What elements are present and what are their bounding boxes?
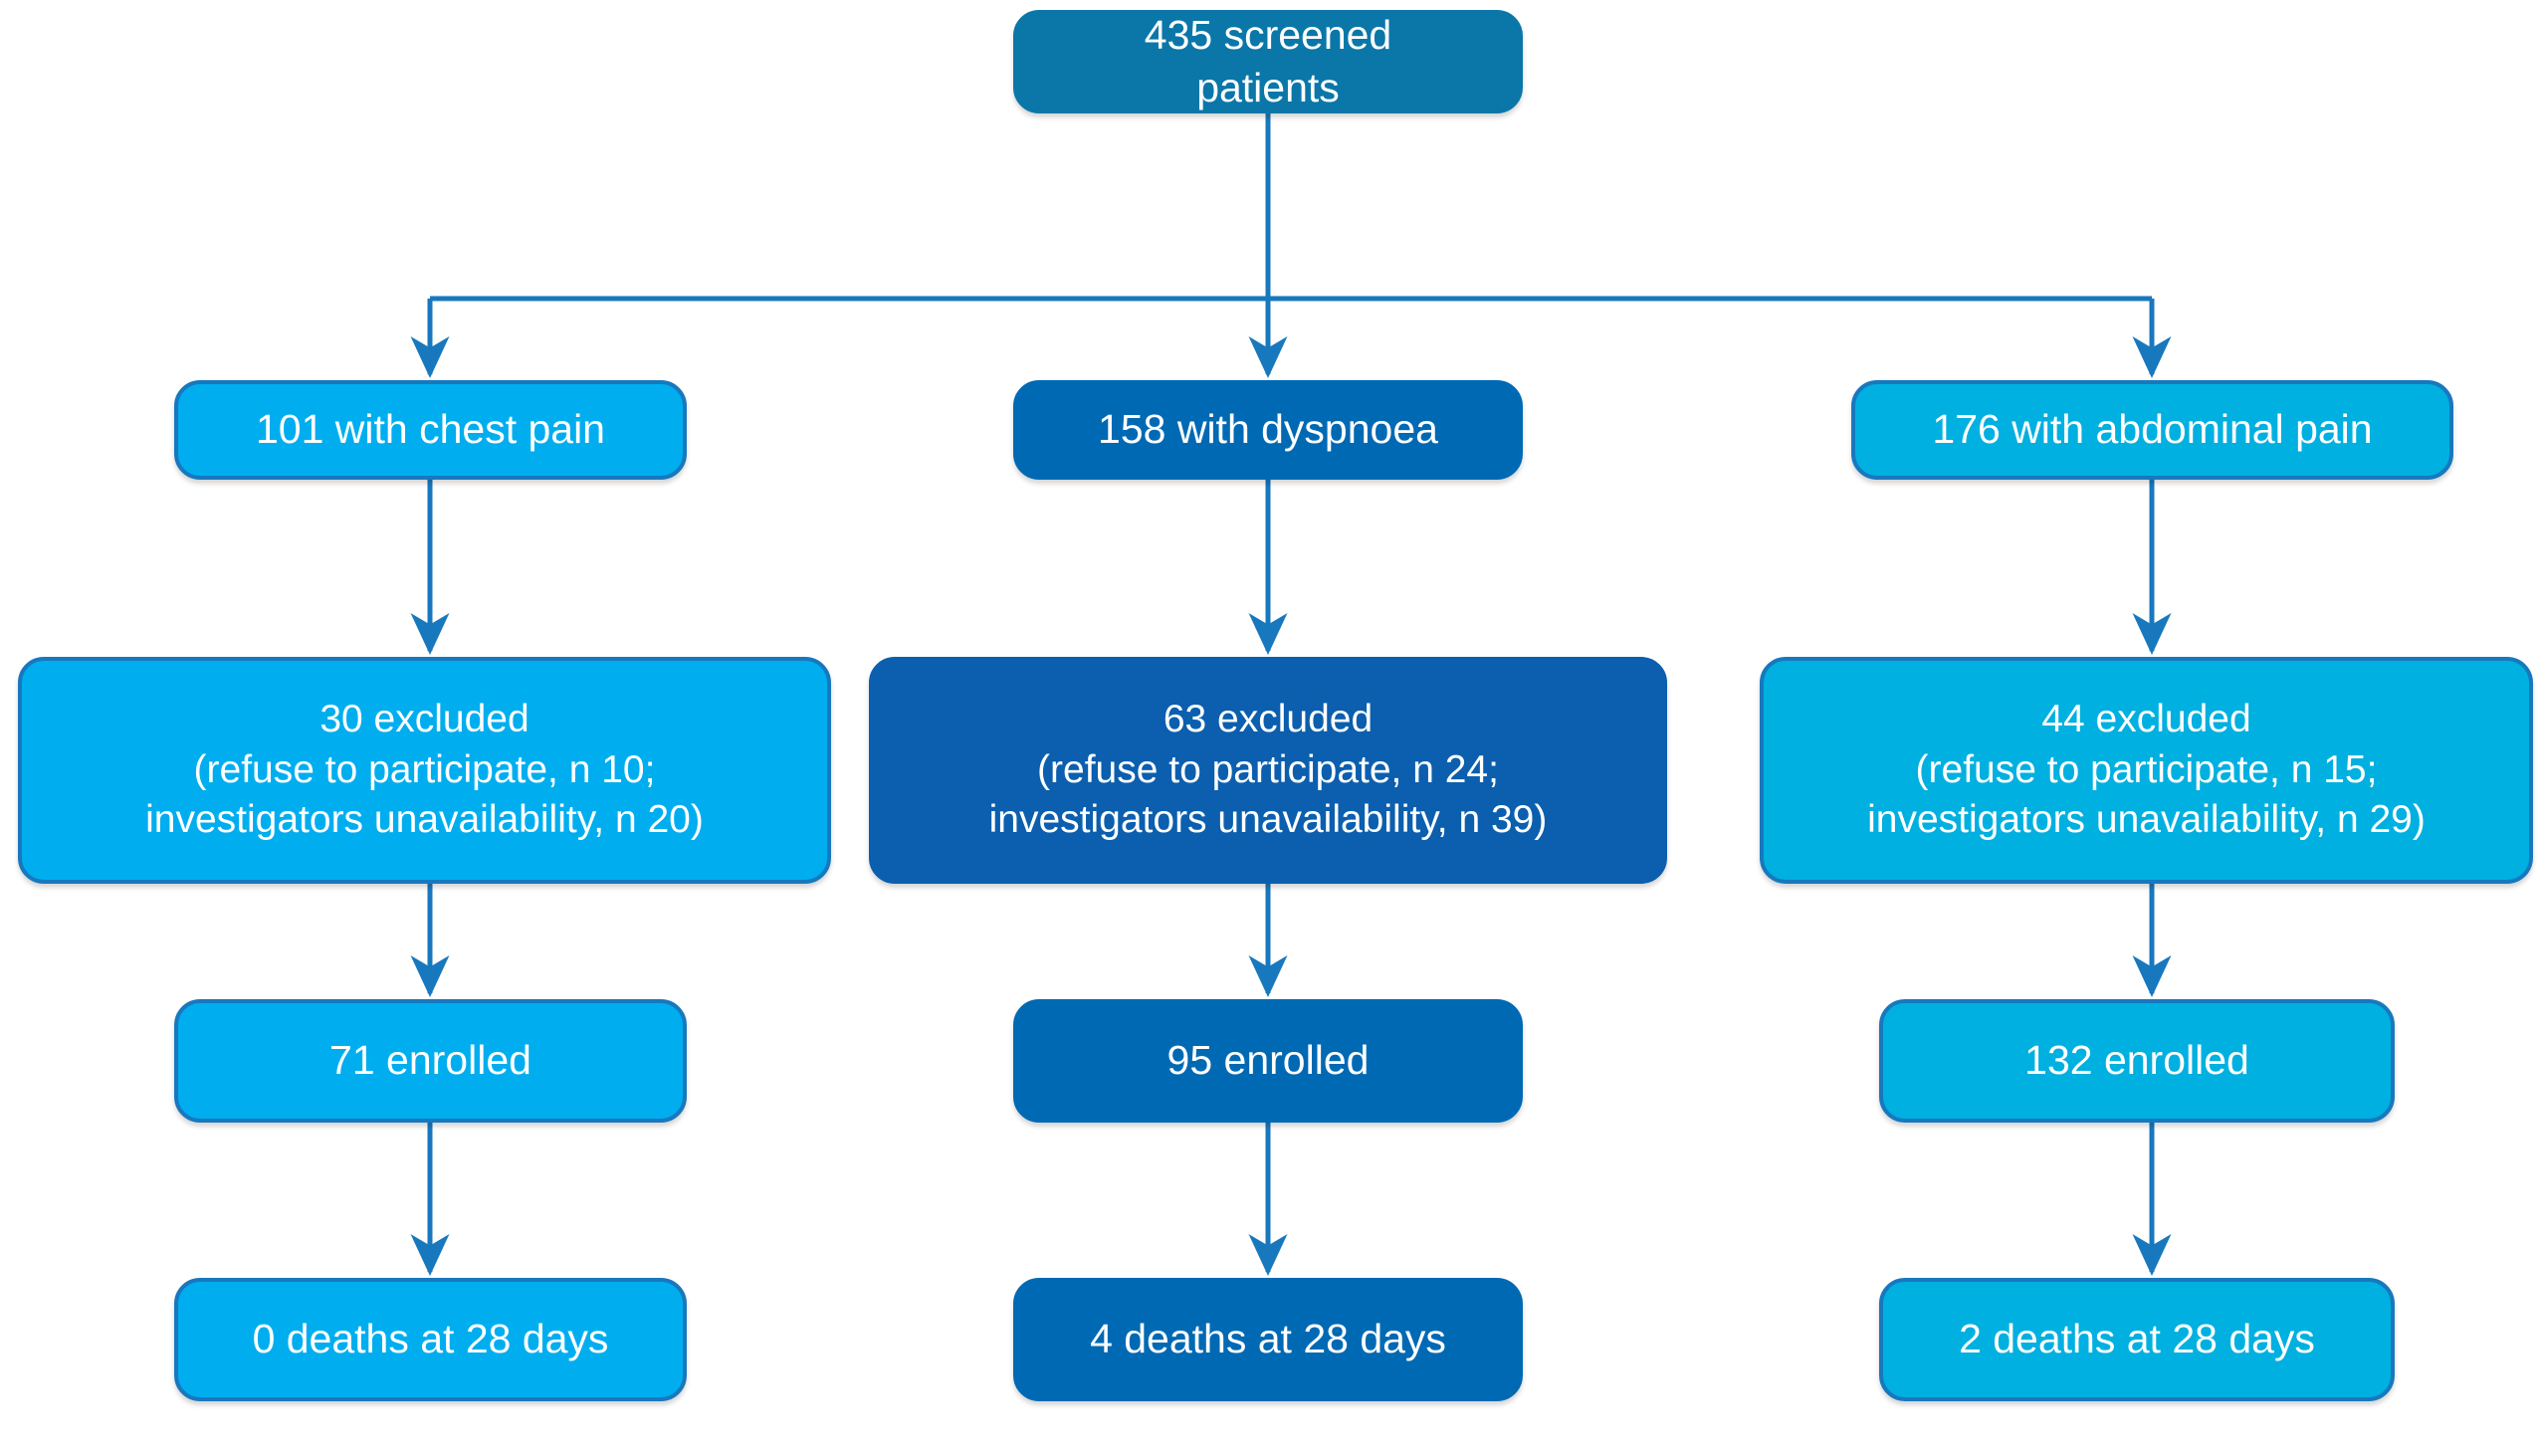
node-presenting-dyspnoea-label: 158 with dyspnoea: [1098, 406, 1438, 453]
node-enrolled-chest-pain[interactable]: 71 enrolled: [174, 999, 687, 1123]
node-enrolled-chest-pain-label: 71 enrolled: [329, 1037, 531, 1084]
node-deaths-dyspnoea[interactable]: 4 deaths at 28 days: [1013, 1278, 1523, 1401]
node-presenting-abdominal-pain-label: 176 with abdominal pain: [1932, 406, 2373, 453]
node-excluded-abdominal-pain[interactable]: 44 excluded (refuse to participate, n 15…: [1760, 657, 2533, 884]
node-excluded-chest-pain[interactable]: 30 excluded (refuse to participate, n 10…: [18, 657, 831, 884]
node-excluded-dyspnoea-label: 63 excluded (refuse to participate, n 24…: [988, 697, 1548, 842]
node-screened-patients-label: 435 screened patients: [1144, 11, 1392, 110]
node-excluded-dyspnoea[interactable]: 63 excluded (refuse to participate, n 24…: [869, 657, 1667, 884]
node-excluded-abdominal-pain-label: 44 excluded (refuse to participate, n 15…: [1867, 697, 2426, 842]
node-deaths-abdominal-pain-label: 2 deaths at 28 days: [1959, 1316, 2315, 1362]
node-deaths-abdominal-pain[interactable]: 2 deaths at 28 days: [1879, 1278, 2395, 1401]
node-enrolled-abdominal-pain-label: 132 enrolled: [2024, 1037, 2249, 1084]
node-presenting-abdominal-pain[interactable]: 176 with abdominal pain: [1851, 380, 2453, 480]
node-enrolled-dyspnoea-label: 95 enrolled: [1166, 1037, 1370, 1084]
node-excluded-chest-pain-label: 30 excluded (refuse to participate, n 10…: [145, 697, 704, 842]
node-deaths-chest-pain[interactable]: 0 deaths at 28 days: [174, 1278, 687, 1401]
node-deaths-dyspnoea-label: 4 deaths at 28 days: [1090, 1316, 1446, 1362]
node-presenting-dyspnoea[interactable]: 158 with dyspnoea: [1013, 380, 1523, 480]
node-enrolled-abdominal-pain[interactable]: 132 enrolled: [1879, 999, 2395, 1123]
node-screened-patients[interactable]: 435 screened patients: [1013, 10, 1523, 113]
node-deaths-chest-pain-label: 0 deaths at 28 days: [252, 1316, 609, 1362]
node-presenting-chest-pain[interactable]: 101 with chest pain: [174, 380, 687, 480]
node-presenting-chest-pain-label: 101 with chest pain: [255, 406, 605, 453]
node-enrolled-dyspnoea[interactable]: 95 enrolled: [1013, 999, 1523, 1123]
